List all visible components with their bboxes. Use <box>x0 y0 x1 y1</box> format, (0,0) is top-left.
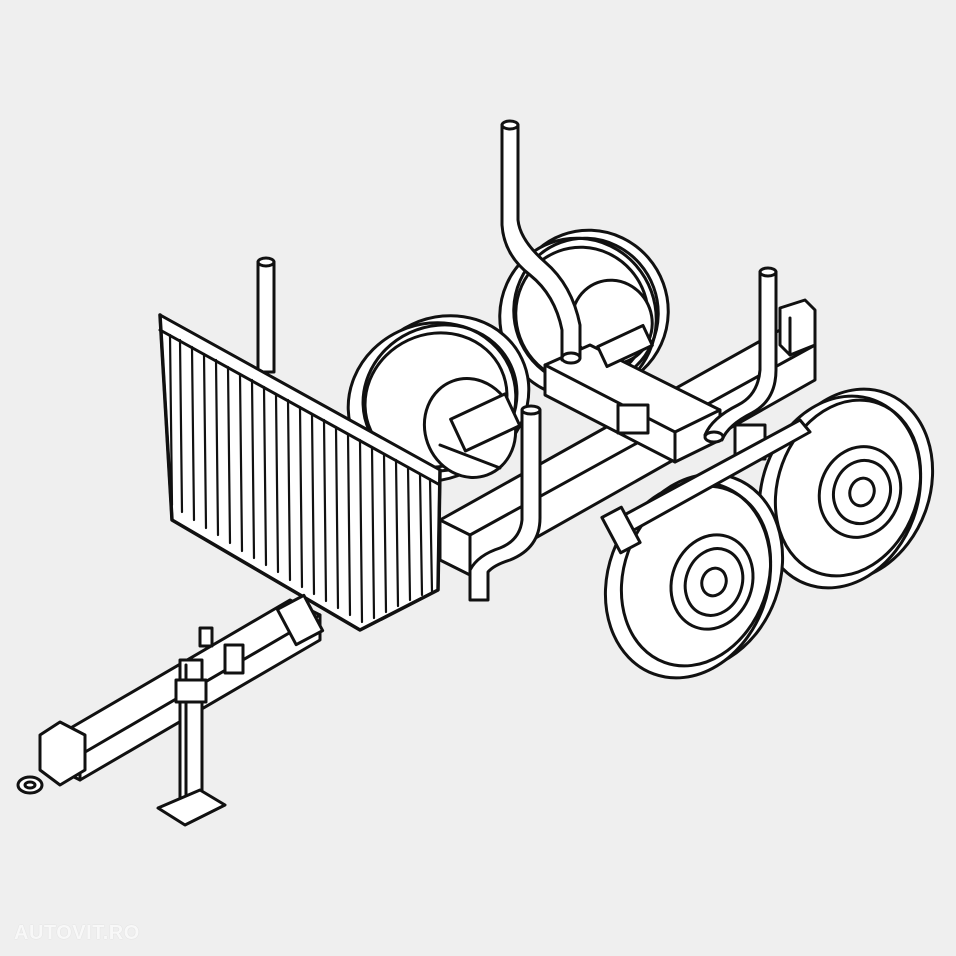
front-bulkhead-gate <box>158 313 442 632</box>
drawbar <box>16 593 325 795</box>
jack-stand <box>156 658 227 827</box>
rear-left-stake <box>500 119 582 365</box>
front-left-wheel <box>346 314 531 483</box>
front-stake <box>256 256 276 374</box>
rear-right-stake <box>703 266 778 444</box>
watermark-text: AUTOVIT.RO <box>14 922 140 944</box>
front-left-stake <box>468 404 542 602</box>
bogie-arm <box>600 418 812 555</box>
rear-right-wheel <box>757 387 935 590</box>
front-right-wheel <box>603 472 785 680</box>
